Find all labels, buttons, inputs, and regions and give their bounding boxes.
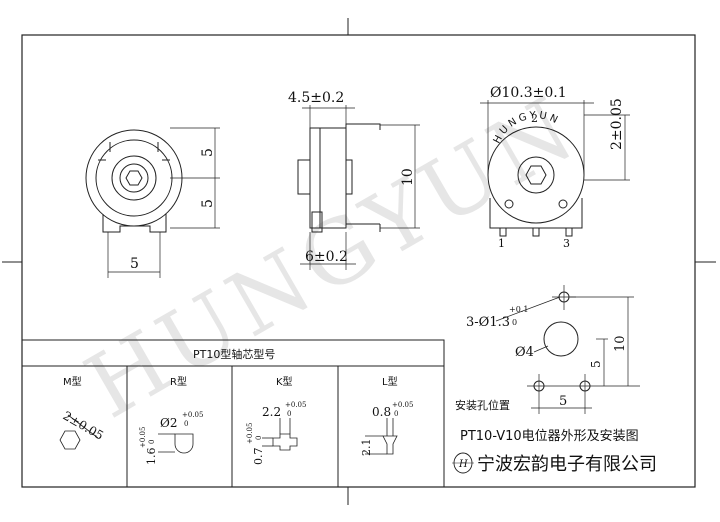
company-logo-letter: H [458,459,468,470]
shaft-type-r-name: R型 [170,375,187,388]
mounting-hole-layout [495,285,640,414]
shaft-table-title: PT10型轴芯型号 [193,347,275,361]
drawing-title: PT10-V10电位器外形及安装图 [460,429,639,444]
shaft-type-r-dim-h: 1.6 [145,448,158,466]
shaft-type-l-w-lower: 0 [394,410,398,418]
shaft-type-k-dim-w: 2.2 [262,405,281,419]
hole-height-label: 10 [613,335,628,352]
side-dimensions [300,105,420,270]
shaft-type-k-drawing [262,418,298,451]
shaft-type-k-dim-h: 0.7 [252,448,265,466]
shaft-type-r-drawing [158,433,194,454]
front-pitch-b-label: 5 [200,199,216,208]
shaft-type-r-w-lower: 0 [184,420,188,428]
company-logo: H [452,452,474,474]
shaft-type-l-dim-w: 0.8 [372,405,391,419]
hole-offset-label: 5 [589,360,603,368]
shaft-type-l-w-upper: +0.05 [392,401,413,409]
pin-3-label: 3 [563,237,570,250]
shaft-type-m-name: M型 [63,375,82,388]
hole-base-label: 5 [559,394,567,409]
shaft-table-frame [21,339,445,488]
front-dimensions [107,127,220,278]
company-name: 宁波宏韵电子有限公司 [477,454,657,475]
shaft-type-r-h-lower: 0 [148,440,156,444]
hole-spec-label: 3-Ø1.3 [466,315,510,330]
rear-dimensions [480,100,630,181]
shaft-type-m-drawing [59,414,99,450]
front-pitch-a-label: 5 [200,148,216,157]
shaft-type-r-dim-w: Ø2 [160,416,177,430]
hole-tol-lower: 0 [512,318,517,327]
rear-offset-label: 2±0.05 [609,98,625,150]
shaft-type-r-w-upper: +0.05 [182,411,203,419]
shaft-type-k-w-lower: 0 [287,410,291,418]
pin-2-label: 2 [531,112,538,125]
pin-1-label: 1 [498,237,505,250]
shaft-type-l-drawing [365,418,398,455]
mounting-label: 安装孔位置 [455,398,510,412]
shaft-type-k-name: K型 [276,375,293,388]
side-base-label: 6±0.2 [305,249,348,265]
side-height-label: 10 [400,168,416,186]
rear-diameter-label: Ø10.3±0.1 [490,85,567,101]
hole-circle-label: Ø4 [515,345,534,360]
front-base-label: 5 [130,256,139,272]
shaft-type-l-dim-h: 2.1 [360,439,373,457]
shaft-type-l-name: L型 [382,375,398,388]
shaft-type-k-w-upper: +0.05 [285,401,306,409]
shaft-type-r-h-upper: +0.05 [139,427,147,448]
front-view [85,129,183,233]
shaft-type-m-dim: 2±0.05 [61,408,106,442]
shaft-type-k-h-upper: +0.05 [246,423,254,444]
shaft-type-k-h-lower: 0 [255,436,263,440]
hole-tol-upper: +0.1 [509,305,528,314]
side-width-label: 4.5±0.2 [288,90,344,106]
